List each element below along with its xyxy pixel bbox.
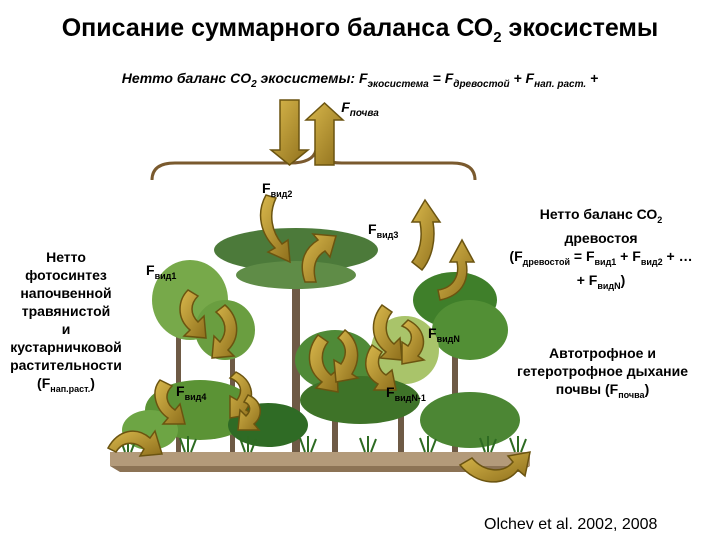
soil-respiration-text: Автотрофное и гетеротрофное дыхание почв… [517,345,688,400]
flux-arrow-vid3-icon [410,198,442,272]
flux-arrow-ground-left-icon [106,429,163,457]
flux-arrow-vidN-icon [372,303,403,361]
flux-arrow-vid4-curl-icon [237,394,261,431]
flux-arrow-vid1-up-icon [179,289,207,339]
flux-arrow-vid3-right-icon [437,238,476,301]
flux-arrow-vid2-down-icon [259,194,291,264]
flux-arrow-vid1-down-icon [211,304,238,359]
flux-arrow-vidN-right-icon [400,319,426,365]
flux-label-vid4: Fвид4 [176,383,207,402]
flux-label-vid2: Fвид2 [262,180,293,199]
stand-balance-text: Нетто баланс СО2 древостоя (Fдревостой =… [509,206,693,291]
ground-vegetation-photosynthesis-text: Нетто фотосинтез напочвенной травянистой… [10,249,122,394]
ground [110,452,530,472]
top-double-arrow-icon [268,99,345,166]
flux-label-vidN-1: FвидN-1 [386,384,426,403]
citation: Olchev et al. 2002, 2008 [484,516,658,533]
page-title: Описание суммарного баланса СО2 экосисте… [61,14,659,46]
curly-brace [150,149,477,181]
flux-label-vidN: FвидN [428,325,460,344]
ecosystem-balance-formula: Нетто баланс СО2 экосистемы: Fэкосистема… [121,70,599,119]
flux-arrow-vid4-up-icon [154,379,186,425]
flux-arrow-center-down-icon [333,328,360,383]
flux-arrow-vidN1-icon [365,343,397,391]
flux-label-vid3: Fвид3 [368,221,399,240]
flux-arrow-vid2-up-icon [301,233,337,283]
flux-label-vid1: Fвид1 [146,262,177,281]
flux-arrow-vid4-right-icon [228,371,256,419]
flux-arrow-ground-right-icon [458,451,531,483]
